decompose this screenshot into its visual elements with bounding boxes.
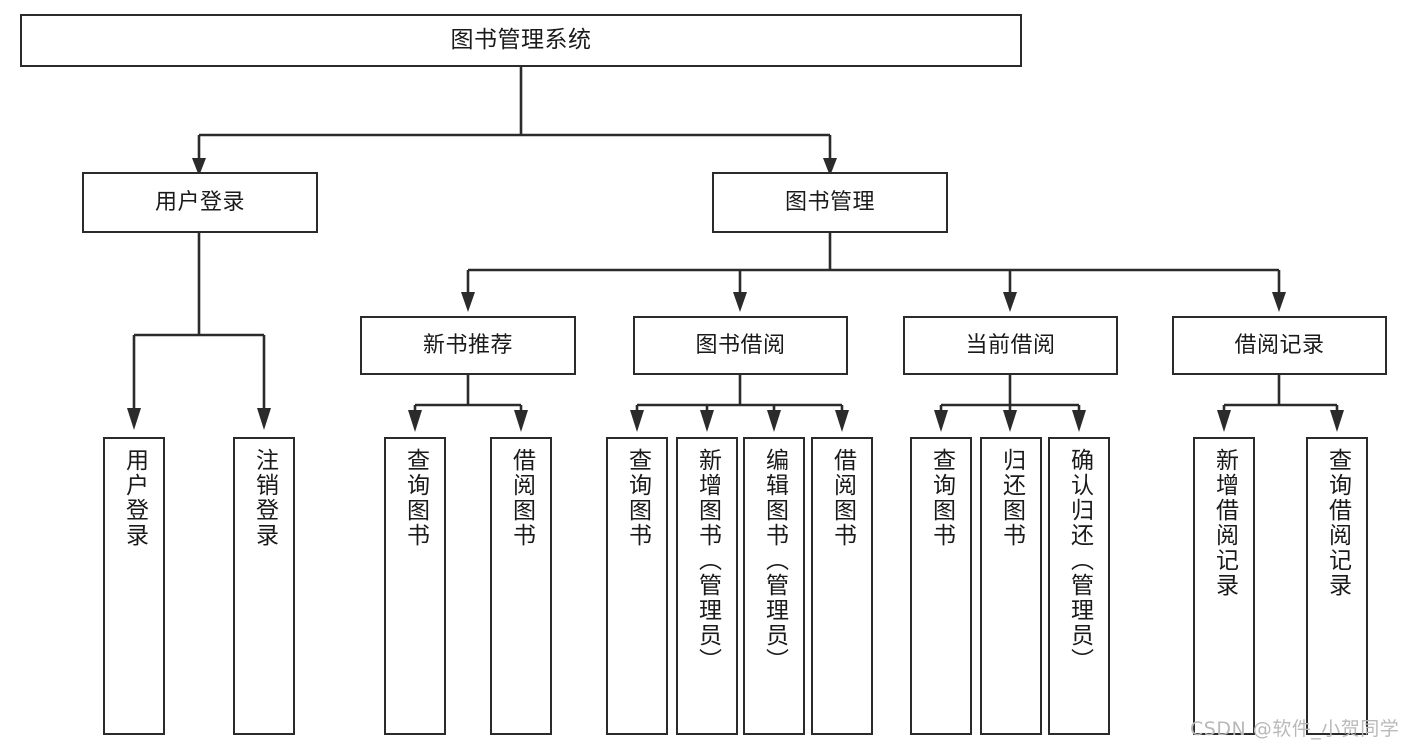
node-label: 图书管理系统 [450, 27, 592, 54]
node-leaf-return-book[interactable]: 归还图书 [980, 437, 1042, 735]
node-label: 借阅记录 [1234, 332, 1325, 358]
node-label: 用户登录 [154, 189, 245, 215]
node-label: 查询图书 [402, 448, 429, 548]
node-label: 当前借阅 [965, 332, 1056, 358]
node-borrow-record[interactable]: 借阅记录 [1172, 316, 1387, 375]
node-label: 用户登录 [121, 448, 148, 548]
node-leaf-add-record[interactable]: 新增借阅记录 [1193, 437, 1255, 735]
node-current-borrow[interactable]: 当前借阅 [903, 316, 1118, 375]
node-leaf-query-book-1[interactable]: 查询图书 [384, 437, 446, 735]
watermark-text: CSDN @软件_小贺同学 [1190, 718, 1400, 740]
node-label: 新增借阅记录 [1211, 448, 1238, 598]
node-leaf-borrow-book-2[interactable]: 借阅图书 [811, 437, 873, 735]
node-leaf-query-book-3[interactable]: 查询图书 [910, 437, 972, 735]
node-new-book-recommend[interactable]: 新书推荐 [360, 316, 576, 375]
node-label: 图书借阅 [695, 332, 786, 358]
node-book-borrow[interactable]: 图书借阅 [633, 316, 848, 375]
node-leaf-query-book-2[interactable]: 查询图书 [606, 437, 668, 735]
node-label: 借阅图书 [829, 448, 856, 548]
node-leaf-edit-book[interactable]: 编辑图书（管理员） [743, 437, 805, 735]
node-leaf-add-book[interactable]: 新增图书（管理员） [676, 437, 738, 735]
node-label: 图书管理 [784, 189, 875, 215]
node-user-login[interactable]: 用户登录 [82, 172, 318, 233]
node-label: 查询借阅记录 [1324, 448, 1351, 598]
node-book-manage[interactable]: 图书管理 [712, 172, 948, 233]
node-label: 归还图书 [998, 448, 1025, 548]
node-leaf-query-record[interactable]: 查询借阅记录 [1306, 437, 1368, 735]
node-label: 查询图书 [928, 448, 955, 548]
node-leaf-user-login[interactable]: 用户登录 [103, 437, 165, 735]
node-leaf-borrow-book-1[interactable]: 借阅图书 [490, 437, 552, 735]
node-root-system[interactable]: 图书管理系统 [20, 14, 1022, 67]
node-label: 注销登录 [251, 448, 278, 548]
node-label: 查询图书 [624, 448, 651, 548]
node-label: 新增图书（管理员） [694, 448, 721, 673]
node-label: 确认归还（管理员） [1066, 448, 1093, 673]
node-label: 新书推荐 [422, 332, 513, 358]
node-leaf-confirm-return[interactable]: 确认归还（管理员） [1048, 437, 1110, 735]
node-leaf-logout[interactable]: 注销登录 [233, 437, 295, 735]
node-label: 借阅图书 [508, 448, 535, 548]
node-label: 编辑图书（管理员） [761, 448, 788, 673]
